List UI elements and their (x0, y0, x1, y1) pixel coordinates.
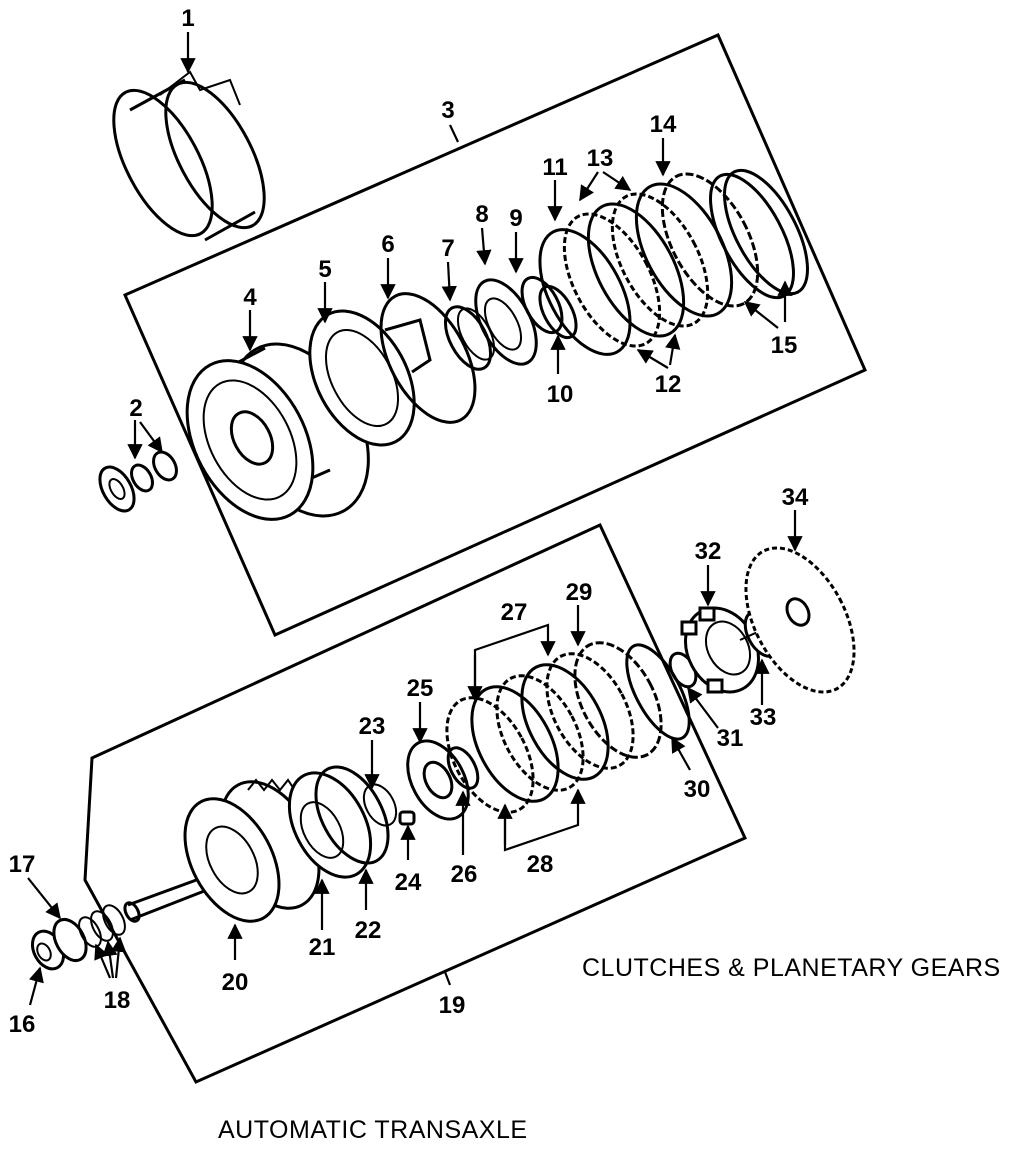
callout-22: 22 (355, 917, 382, 944)
callout-29: 29 (566, 579, 593, 606)
callout-10: 10 (547, 381, 574, 408)
callout-27: 27 (501, 599, 528, 626)
callout-30: 30 (684, 776, 711, 803)
callout-14: 14 (650, 111, 677, 138)
callout-9: 9 (509, 205, 522, 232)
callout-13: 13 (587, 145, 614, 172)
part-22-seal (314, 765, 390, 865)
callout-21: 21 (309, 934, 336, 961)
callout-1: 1 (181, 5, 194, 32)
upper-assembly-frame (123, 33, 867, 637)
part-27-28-clutch-plates (445, 652, 635, 814)
callout-19: 19 (439, 992, 466, 1019)
part-26-washer (446, 746, 480, 790)
callout-3: 3 (441, 97, 454, 124)
callout-33: 33 (750, 704, 777, 731)
part-1-band (112, 70, 266, 242)
part-21-hub (287, 771, 373, 879)
callout-17: 17 (9, 851, 36, 878)
callout-26: 26 (451, 861, 478, 888)
lower-assembly-frame (83, 523, 748, 1084)
callout-labels: 1 2 3 4 5 6 7 8 9 10 11 12 13 14 15 16 1… (9, 5, 809, 1038)
callout-5: 5 (318, 256, 331, 283)
callout-31: 31 (717, 725, 744, 752)
section-caption: CLUTCHES & PLANETARY GEARS (582, 954, 1001, 982)
callout-25: 25 (407, 675, 434, 702)
callout-16: 16 (9, 1011, 36, 1038)
callout-24: 24 (395, 869, 422, 896)
part-17-washer (52, 917, 88, 963)
callout-7: 7 (441, 235, 454, 262)
callout-34: 34 (782, 484, 809, 511)
callout-32: 32 (695, 538, 722, 565)
callout-18: 18 (104, 987, 131, 1014)
part-24-fitting (398, 810, 416, 826)
part-32-planetary-carrier (680, 606, 760, 694)
callout-4: 4 (243, 284, 257, 311)
leader-lines (27, 32, 803, 1006)
callout-28: 28 (527, 851, 554, 878)
callout-23: 23 (359, 713, 386, 740)
part-2-washers (98, 450, 178, 513)
callout-15: 15 (771, 332, 798, 359)
callout-11: 11 (542, 154, 567, 181)
part-29-plate (573, 641, 663, 759)
callout-12: 12 (655, 371, 682, 398)
callout-20: 20 (222, 969, 249, 996)
callout-2: 2 (129, 395, 142, 422)
callout-8: 8 (475, 201, 488, 228)
diagram-title: AUTOMATIC TRANSAXLE (218, 1116, 528, 1144)
callout-6: 6 (381, 231, 394, 258)
part-11-ring (538, 228, 632, 356)
part-7-spring (443, 305, 496, 371)
part-34-ring-gear (744, 546, 856, 694)
